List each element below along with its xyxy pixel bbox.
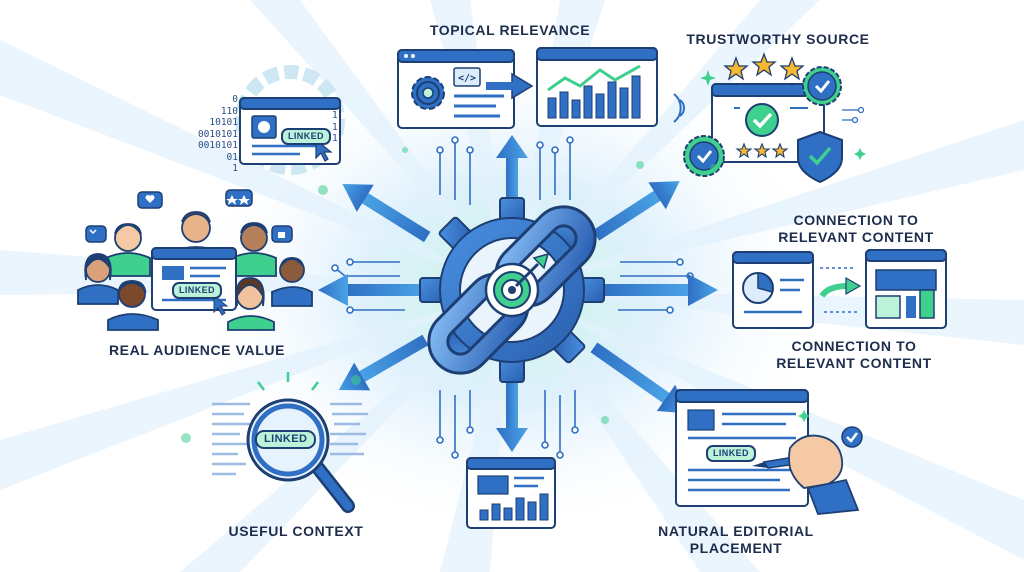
star-icon	[238, 195, 250, 205]
label-natural-editorial-line1: NATURAL EDITORIAL	[658, 523, 814, 539]
arrow-upleft-icon	[342, 184, 431, 243]
sparkle-icon	[798, 410, 810, 422]
bar-chart-icon	[547, 75, 641, 119]
editorial-illustration	[675, 389, 863, 515]
arrow-left-icon	[318, 274, 425, 306]
label-natural-editorial-line2: PLACEMENT	[689, 540, 783, 556]
cursor-icon	[315, 138, 333, 162]
linked-browser-illustration	[235, 65, 345, 175]
linked-badge-magnifier: LINKED	[255, 430, 317, 449]
label-topical-relevance: TOPICAL RELEVANCE	[429, 22, 591, 38]
label-connection-bottom: CONNECTION TO RELEVANT CONTENT	[744, 338, 964, 372]
linked-badge-audience: LINKED	[172, 282, 222, 299]
star-icon	[226, 195, 238, 205]
arrow-right-icon	[600, 274, 718, 306]
label-trustworthy-source: TRUSTWORTHY SOURCE	[686, 31, 870, 47]
binary-code: 0 110 10101 0010101 0010101 01 1	[197, 94, 238, 174]
circuit-traces	[334, 140, 690, 455]
label-natural-editorial: NATURAL EDITORIAL PLACEMENT	[626, 523, 846, 557]
bar-chart-icon	[479, 493, 549, 521]
connection-illustration	[732, 249, 947, 329]
arrow-upright-icon	[592, 181, 680, 241]
checkmark-badge-icon	[802, 66, 842, 106]
arrow-up-icon	[496, 135, 528, 210]
topical-relevance-illustration: </>	[397, 47, 658, 129]
target-icon	[484, 252, 550, 318]
label-real-audience-value: REAL AUDIENCE VALUE	[108, 342, 286, 358]
circuit-nodes	[331, 136, 694, 459]
label-connection-bottom-line2: RELEVANT CONTENT	[776, 355, 932, 371]
label-connection-bottom-line1: CONNECTION TO	[791, 338, 917, 354]
label-connection-top-line2: RELEVANT CONTENT	[778, 229, 934, 245]
glow-dots	[181, 147, 718, 443]
cursor-icon	[213, 294, 229, 316]
star-icon	[723, 52, 805, 81]
sparkle-icon	[257, 372, 319, 391]
gear-icon	[411, 76, 445, 110]
arrow-down-icon	[496, 380, 528, 452]
heart-icon	[145, 194, 155, 203]
checkmark-badge-icon	[683, 135, 725, 177]
sparkle-icon	[700, 70, 866, 160]
pen-hand-icon	[752, 434, 860, 515]
thumbs-up-icon	[278, 232, 285, 238]
arrows	[318, 135, 718, 452]
label-connection-top: CONNECTION TO RELEVANT CONTENT	[746, 212, 966, 246]
circuit-accent	[842, 106, 865, 124]
binary-code-side: 1 1 1	[332, 110, 338, 144]
analytics-browser-illustration	[466, 457, 556, 529]
wifi-signal-icon	[679, 99, 685, 117]
code-glyph: </>	[458, 73, 476, 84]
linked-badge-editorial: LINKED	[706, 445, 756, 462]
label-connection-top-line1: CONNECTION TO	[793, 212, 919, 228]
heart-icon	[89, 229, 97, 235]
checkmark-badge-icon	[841, 426, 863, 448]
label-useful-context: USEFUL CONTEXT	[228, 523, 364, 539]
linked-badge-browser: LINKED	[281, 128, 331, 145]
code-icon	[453, 67, 481, 87]
trustworthy-source-illustration	[673, 52, 866, 184]
star-icon	[735, 142, 789, 159]
